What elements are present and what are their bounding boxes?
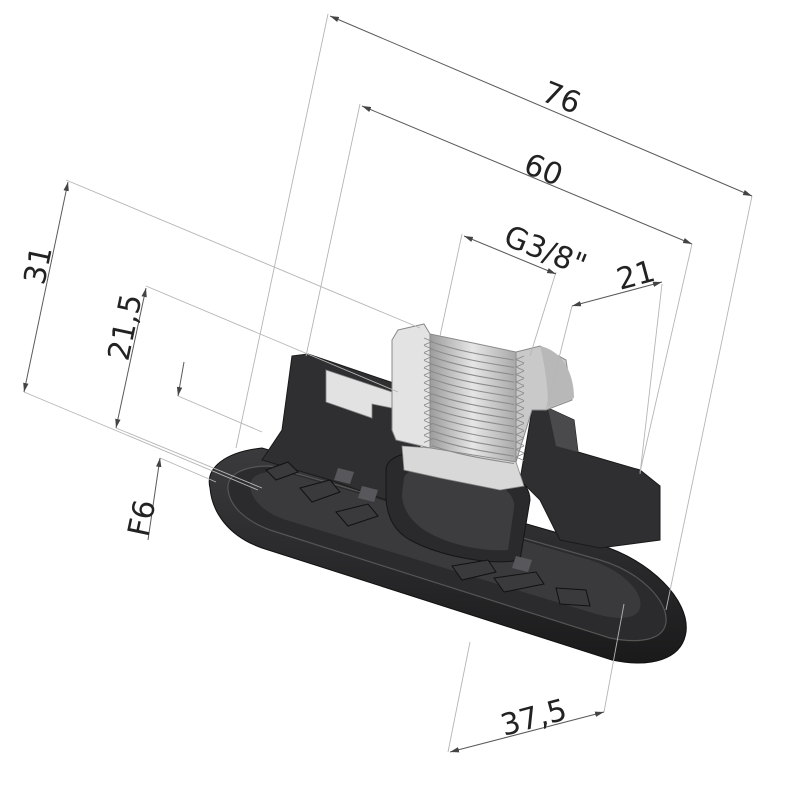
thread-tooth [514, 415, 525, 424]
thread-teeth-left [423, 337, 434, 443]
thread-line [431, 422, 515, 442]
threaded-insert [391, 323, 574, 491]
dim-line-60 [361, 105, 693, 245]
rib-1 [265, 461, 299, 481]
thread-tooth [423, 390, 434, 398]
thread-lines [431, 341, 515, 465]
thread-tooth [514, 370, 525, 379]
thread-tooth [514, 385, 525, 394]
dim-line-37-5 [449, 711, 605, 753]
thread-line [431, 363, 515, 383]
cup-body-right [519, 407, 661, 549]
thread-tooth [514, 453, 525, 461]
thread-tooth [423, 345, 434, 353]
thread-tooth [514, 408, 525, 416]
thread-line [431, 378, 515, 398]
dimension-lines [23, 13, 753, 753]
thread-tooth [514, 355, 525, 364]
thread-tooth [423, 337, 434, 346]
thread-tooth [423, 405, 434, 413]
thread-tooth [423, 435, 434, 443]
rib-5 [493, 571, 545, 593]
thread-line [431, 356, 515, 376]
insert-collar [401, 445, 525, 491]
thread-tooth [423, 352, 434, 361]
cup-body-right-face [548, 408, 578, 452]
thread-line [431, 437, 515, 457]
thread-tooth [514, 400, 525, 409]
thread-tooth [423, 360, 434, 368]
thread-tooth [423, 382, 434, 391]
label-overall-length: 76 [537, 75, 586, 122]
support-rib-tops [334, 468, 532, 572]
thread-tooth [514, 363, 525, 371]
thread-line [431, 371, 515, 391]
support-ribs [265, 461, 591, 607]
rib-4 [451, 559, 497, 581]
thread-tooth [423, 375, 434, 383]
insert-outer-cylinder [540, 346, 574, 408]
thread-line [431, 400, 515, 420]
thread-line [431, 393, 515, 413]
dim-line-f6 [176, 361, 185, 397]
dim-line-21 [571, 281, 663, 307]
label-support-type: F6 [122, 497, 164, 540]
dim-line-thread [463, 235, 557, 275]
thread-tooth [514, 430, 525, 439]
cup-hub-inner [402, 467, 515, 551]
label-inner-length: 60 [519, 147, 568, 194]
label-boss-height: 21,5 [102, 291, 150, 364]
thread-line [431, 348, 515, 368]
thread-line [431, 408, 515, 428]
thread-tooth [514, 393, 525, 401]
thread-line [431, 385, 515, 405]
thread-tooth [514, 445, 525, 454]
thread-tooth [423, 397, 434, 406]
rib-6 [555, 587, 591, 607]
thread-tooth [423, 367, 434, 376]
thread-tooth [514, 378, 525, 386]
dim-line-31 [23, 181, 69, 393]
suction-cup-part [208, 323, 687, 664]
label-overall-height: 31 [18, 243, 60, 288]
rib-3 [335, 503, 379, 527]
thread-teeth-right [514, 355, 525, 461]
label-thread: G3/8" [499, 219, 591, 283]
thread-line [431, 430, 515, 450]
thread-tooth [514, 438, 525, 446]
thread-tooth [423, 412, 434, 421]
rib-2 [299, 479, 341, 503]
dim-line-21-5 [115, 287, 147, 429]
thread-line [431, 415, 515, 435]
thread-tooth [423, 427, 434, 436]
insert-wall-left [391, 323, 431, 449]
thread-tooth [514, 423, 525, 431]
thread-line [431, 445, 515, 465]
thread-line [431, 341, 515, 361]
label-boss-width: 21 [613, 254, 659, 298]
label-width: 37,5 [497, 693, 571, 744]
thread-tooth [423, 420, 434, 428]
